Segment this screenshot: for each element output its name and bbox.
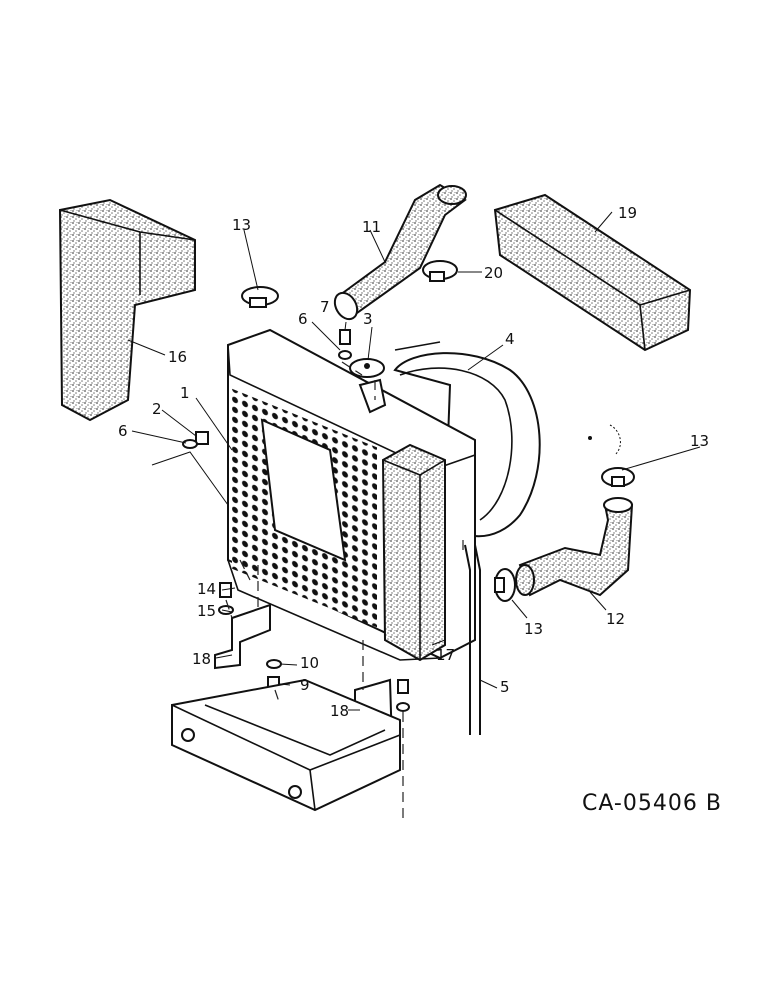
callout-10: 10 <box>300 654 319 672</box>
callout-4: 4 <box>505 330 515 348</box>
mounting-bracket-part <box>214 603 271 670</box>
upper-hose-part <box>333 183 467 321</box>
callout-18-left: 18 <box>192 650 211 668</box>
callout-6-top: 6 <box>298 310 308 328</box>
hose-clamp-part <box>601 467 635 487</box>
lower-hose-part <box>515 497 634 597</box>
hose-clamp-part <box>241 286 279 308</box>
callout-15: 15 <box>197 602 216 620</box>
bolt-part <box>338 329 352 360</box>
bolt-part <box>396 679 410 712</box>
callout-19: 19 <box>618 204 637 222</box>
callout-7: 7 <box>320 298 330 316</box>
leader-lines <box>127 211 701 711</box>
base-frame-part <box>171 678 401 812</box>
foam-strip-part <box>381 443 446 662</box>
callout-20: 20 <box>484 264 503 282</box>
drawing-id-label: CA-05406 B <box>582 791 722 816</box>
callout-11: 11 <box>362 218 381 236</box>
foam-block-part <box>493 193 692 352</box>
callout-17: 17 <box>436 646 455 664</box>
callout-14: 14 <box>197 580 216 598</box>
drain-plug-part <box>182 431 209 449</box>
callout-18-right: 18 <box>330 702 349 720</box>
callout-16: 16 <box>168 348 187 366</box>
callout-3: 3 <box>363 310 373 328</box>
callout-5: 5 <box>500 678 510 696</box>
callout-9: 9 <box>300 676 310 694</box>
foam-seal-l-part <box>58 198 196 422</box>
assembly-center-lines <box>225 361 404 820</box>
callout-13-bottom: 13 <box>524 620 543 638</box>
callout-6-left: 6 <box>118 422 128 440</box>
callout-labels: 1 2 3 4 5 6 6 7 9 10 11 12 13 13 13 14 1… <box>118 204 709 720</box>
callout-12: 12 <box>606 610 625 628</box>
radiator-cap-part <box>349 358 385 378</box>
hose-clamp-part <box>494 568 516 602</box>
hose-clamp-part <box>422 260 458 282</box>
callout-13-top: 13 <box>232 216 251 234</box>
callout-13-right: 13 <box>690 432 709 450</box>
callout-2: 2 <box>152 400 162 418</box>
bolt-part <box>218 582 234 615</box>
callout-1: 1 <box>180 384 190 402</box>
